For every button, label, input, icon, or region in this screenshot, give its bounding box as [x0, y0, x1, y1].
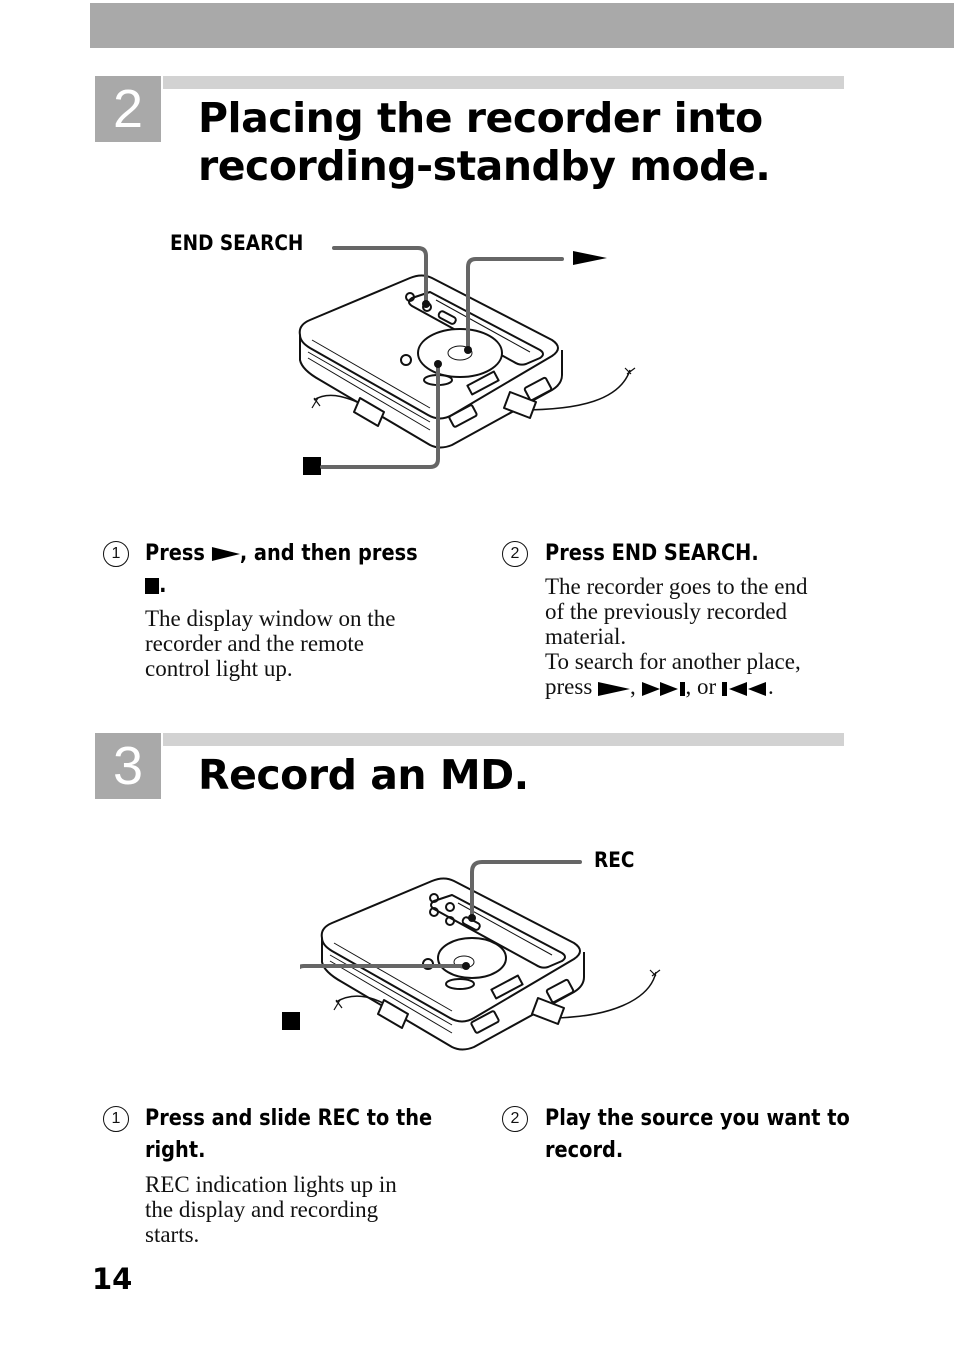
body-line: the display and recording	[145, 1197, 379, 1222]
step-3-rule	[163, 733, 844, 746]
header-band	[90, 3, 954, 48]
body-line: of the previously recorded	[545, 599, 788, 624]
instruction-index-2-1: 1	[103, 541, 129, 567]
step-number-2: 2	[95, 76, 161, 142]
step-3-title: Record an MD.	[198, 751, 529, 799]
body-text-a: press	[545, 674, 599, 699]
play-icon	[573, 251, 607, 265]
head-text-c: .	[159, 573, 167, 598]
step-3-instruction-2-head: Play the source you want to record.	[545, 1103, 850, 1167]
step-2-title-line2: recording-standby mode.	[198, 142, 771, 190]
step-2-instruction-2-head: Press END SEARCH.	[545, 541, 759, 566]
step-2-instruction-1-head: Press , and then press.	[145, 538, 418, 602]
stop-icon	[145, 578, 160, 594]
recorder-illustration-1	[298, 246, 636, 469]
callout-rec: REC	[594, 848, 635, 872]
play-icon	[211, 547, 240, 561]
head-line: Press and slide REC to the	[145, 1106, 433, 1131]
step-number-3: 3	[95, 733, 161, 799]
next-track-icon	[641, 681, 685, 696]
body-text-b: ,	[630, 674, 642, 699]
head-text-b: , and then press	[239, 541, 418, 566]
play-icon	[598, 681, 631, 696]
callout-end-search: END SEARCH	[170, 231, 304, 255]
previous-track-icon	[721, 681, 766, 696]
step-2-instruction-2-body: The recorder goes to the end of the prev…	[545, 574, 807, 699]
head-line: right.	[145, 1138, 206, 1163]
step-2-instruction-1-body: The display window on the recorder and t…	[145, 606, 395, 681]
body-line: The recorder goes to the end	[545, 574, 808, 599]
head-line: record.	[545, 1138, 624, 1163]
instruction-index-3-1: 1	[103, 1106, 129, 1132]
body-line: starts.	[145, 1222, 200, 1247]
step-2-title-line1: Placing the recorder into	[198, 94, 763, 142]
body-line: control light up.	[145, 656, 293, 681]
head-text-a: Press	[145, 541, 212, 566]
body-text-c: , or	[685, 674, 722, 699]
stop-icon	[303, 457, 321, 475]
body-line: REC indication lights up in	[145, 1172, 397, 1197]
stop-icon	[282, 1012, 300, 1030]
page-number: 14	[92, 1262, 133, 1296]
body-line-icons: press , , or .	[545, 674, 807, 699]
instruction-index-2-2: 2	[502, 541, 528, 567]
body-text-d: .	[767, 674, 774, 699]
instruction-index-3-2: 2	[502, 1106, 528, 1132]
body-line: The display window on the	[145, 606, 396, 631]
step-2-rule	[163, 76, 844, 89]
body-line: recorder and the remote	[145, 631, 365, 656]
recorder-illustration-2	[300, 860, 661, 1051]
body-line: material.	[545, 624, 627, 649]
step-3-instruction-1-body: REC indication lights up in the display …	[145, 1172, 397, 1247]
body-line: To search for another place,	[545, 649, 801, 674]
step-2-title: Placing the recorder into recording-stan…	[198, 94, 771, 190]
head-line: Play the source you want to	[545, 1106, 850, 1131]
step-3-instruction-1-head: Press and slide REC to the right.	[145, 1103, 432, 1167]
